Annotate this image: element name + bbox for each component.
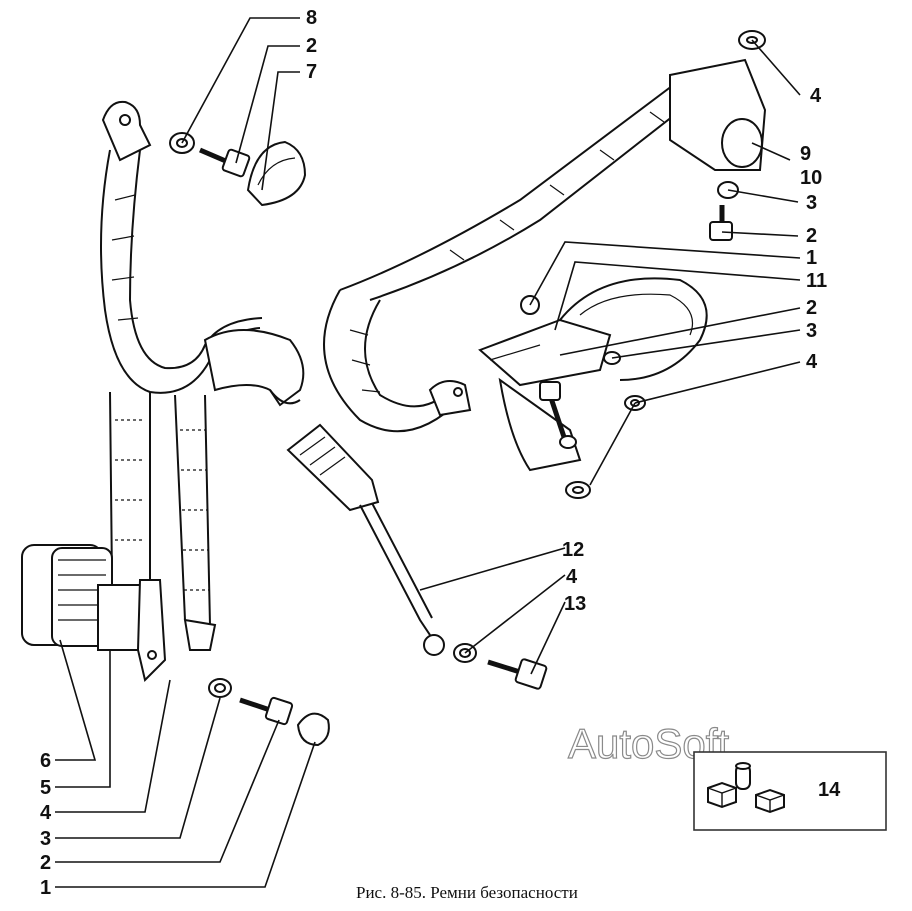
inset-box: 14 <box>693 751 887 831</box>
callout-8: 8 <box>306 7 317 29</box>
callout-3: 3 <box>806 192 817 214</box>
callout-12: 12 <box>562 539 584 561</box>
callout-11: 11 <box>806 270 827 292</box>
callout-4: 4 <box>40 802 52 824</box>
rubber-bushings <box>707 762 785 814</box>
callout-3: 3 <box>806 320 817 342</box>
callout-9: 9 <box>800 143 811 165</box>
callout-4: 4 <box>566 566 578 588</box>
callout-13: 13 <box>564 593 586 615</box>
buckle-stalk <box>286 423 548 690</box>
callout-4: 4 <box>806 351 818 373</box>
callout-numbers: 8 2 7 4 9 10 3 2 1 11 2 3 4 12 4 13 6 5 … <box>40 7 827 899</box>
callout-1: 1 <box>806 247 817 269</box>
callout-14: 14 <box>818 779 841 801</box>
callout-1: 1 <box>40 877 51 899</box>
callout-10: 10 <box>800 167 822 189</box>
callout-5: 5 <box>40 777 51 799</box>
right-belt-assembly <box>323 30 767 499</box>
callout-7: 7 <box>306 61 317 83</box>
callout-2: 2 <box>40 852 51 874</box>
callout-2: 2 <box>306 35 317 57</box>
leader-lines <box>55 17 801 888</box>
callout-2: 2 <box>806 297 817 319</box>
callout-4: 4 <box>810 85 822 107</box>
callout-3: 3 <box>40 828 51 850</box>
figure-caption: Рис. 8-85. Ремни безопасности <box>356 883 578 902</box>
callout-2: 2 <box>806 225 817 247</box>
left-belt-assembly <box>21 100 330 747</box>
callout-6: 6 <box>40 750 51 772</box>
